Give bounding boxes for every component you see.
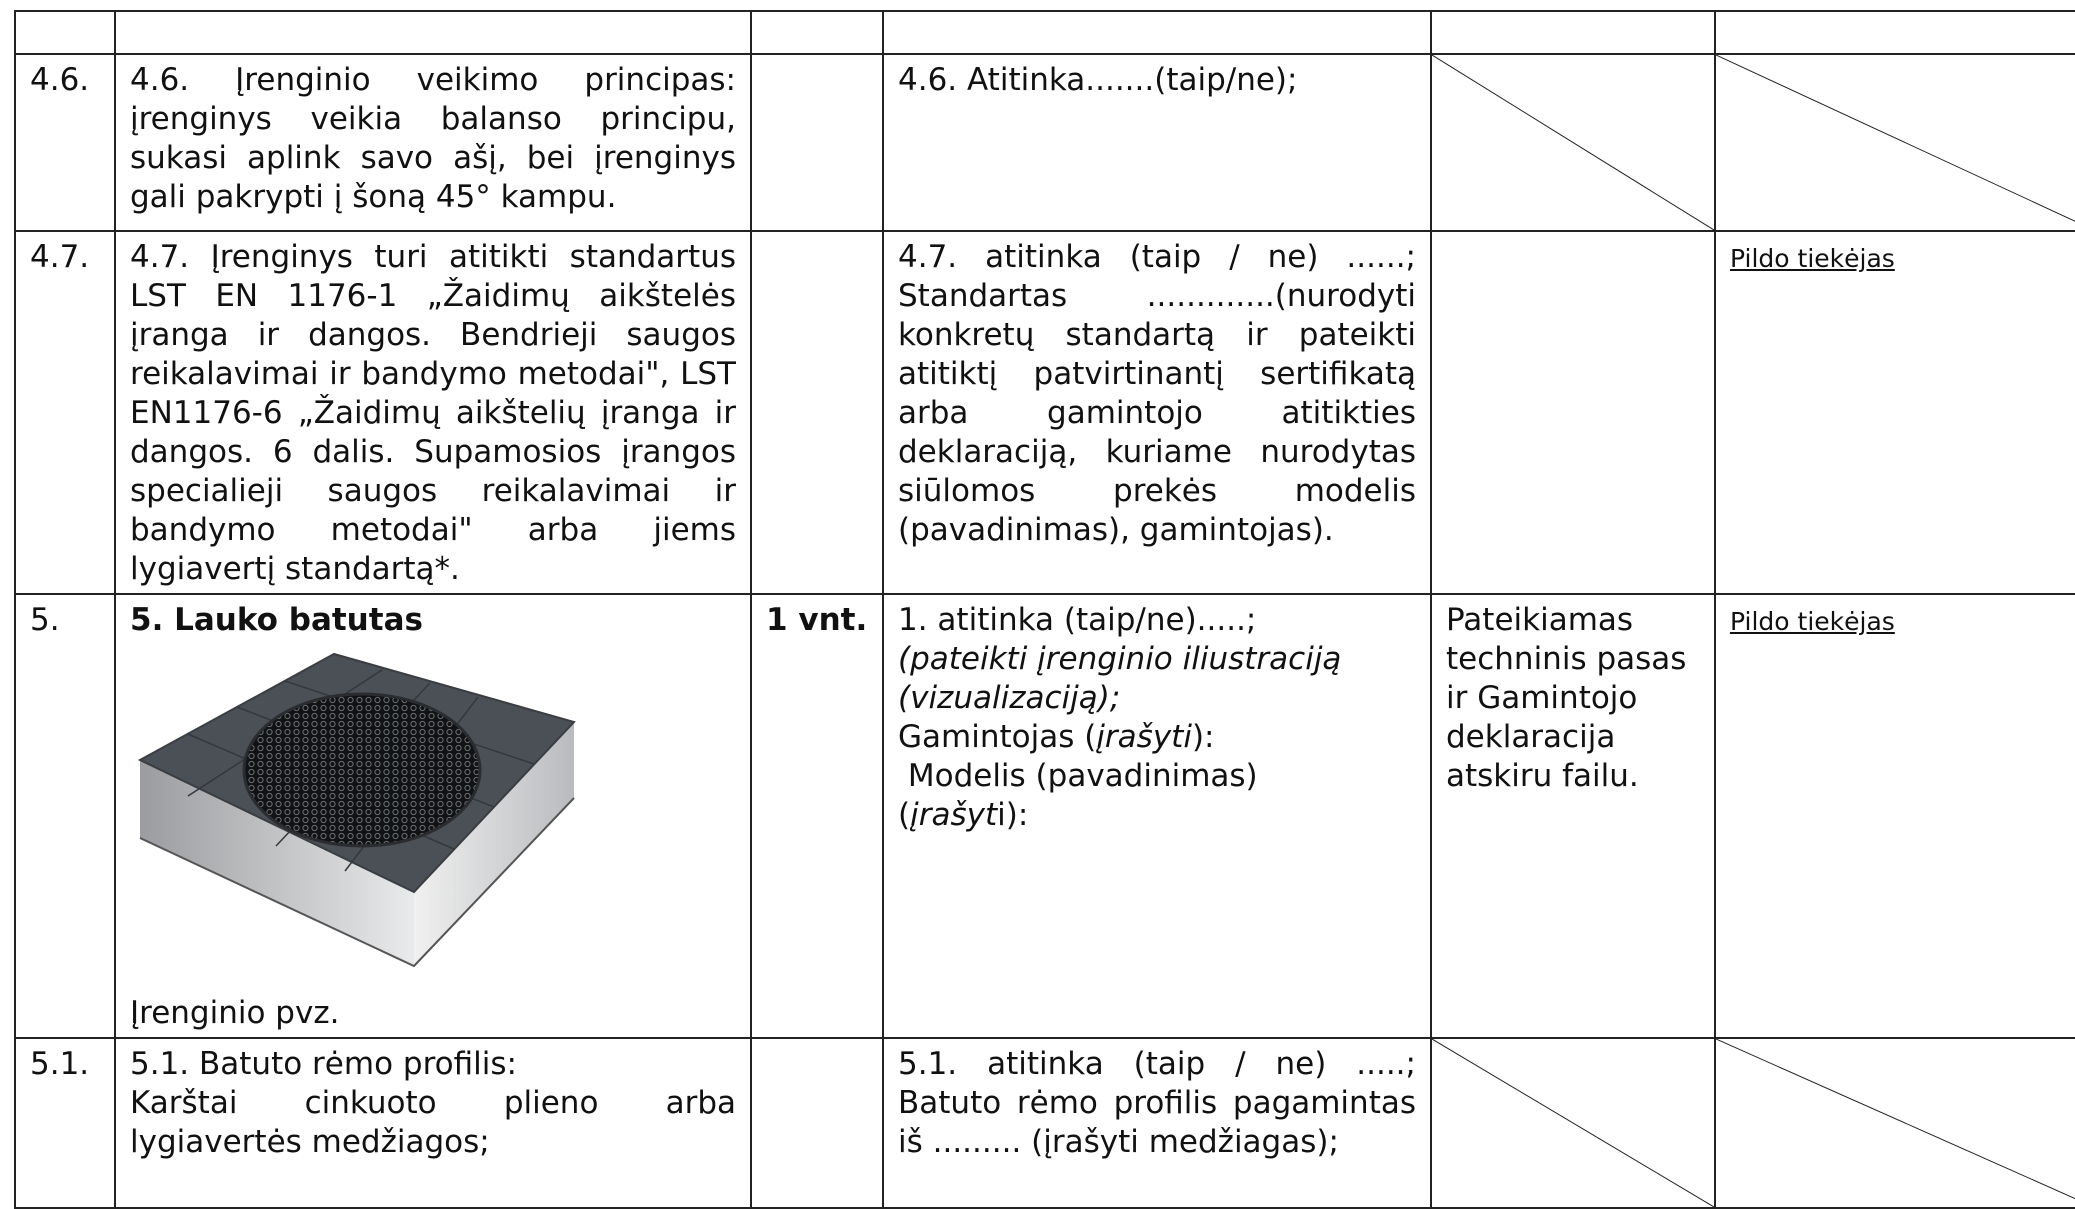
diagonal-line	[1432, 55, 1714, 230]
cell-offer: 5.1. atitinka (taip / ne) .....; Batuto …	[882, 1037, 1432, 1209]
cell-note: Pildo tiekėjas	[1714, 593, 2075, 1039]
table-row: 4.7. 4.7. Įrenginys turi atitikti standa…	[14, 230, 2075, 595]
cell-requirement: 5. Lauko batutas	[114, 593, 752, 1039]
item-title: 5. Lauko batutas	[130, 602, 423, 638]
cell-offer: 4.7. atitinka (taip / ne) ......; Standa…	[882, 230, 1432, 595]
cell-document	[1430, 10, 1716, 55]
cell-requirement: 5.1. Batuto rėmo profilis: Karštai cinku…	[114, 1037, 752, 1209]
offer-text-italic: įrašyt	[910, 797, 998, 833]
cell-document-crossed	[1430, 53, 1716, 232]
cell-note-crossed	[1714, 53, 2075, 232]
cell-requirement: 4.6. Įrenginio veikimo principas: įrengi…	[114, 53, 752, 232]
offer-text: ):	[1191, 719, 1215, 755]
cell-nr: 5.	[14, 593, 116, 1039]
cell-quantity: 1 vnt.	[750, 593, 884, 1039]
cell-quantity	[750, 53, 884, 232]
cell-document	[1430, 230, 1716, 595]
table-row	[14, 10, 2075, 55]
cell-requirement: 4.7. Įrenginys turi atitikti standartus …	[114, 230, 752, 595]
note-link: Pildo tiekėjas	[1730, 244, 1895, 273]
cell-offer: 4.6. Atitinka.......(taip/ne);	[882, 53, 1432, 232]
trampoline-illustration	[137, 652, 576, 968]
cell-nr	[14, 10, 116, 55]
cell-note	[1714, 10, 2075, 55]
offer-manufacturer: Gamintojas (įrašyti):	[898, 718, 1416, 757]
offer-model: Modelis (pavadinimas)	[898, 758, 1258, 794]
offer-text: (	[898, 797, 911, 833]
offer-line-italic: (pateikti įrenginio iliustraciją (vizual…	[898, 641, 1342, 716]
offer-line: 1. atitinka (taip/ne).....;	[898, 602, 1257, 638]
offer-text: Gamintojas (	[898, 719, 1097, 755]
cell-nr: 4.6.	[14, 53, 116, 232]
cell-quantity	[750, 1037, 884, 1209]
offer-model-entry: (įrašyti):	[898, 796, 1416, 835]
cell-offer: 1. atitinka (taip/ne).....; (pateikti įr…	[882, 593, 1432, 1039]
cell-note-crossed	[1714, 1037, 2075, 1209]
diagonal-line	[1716, 1039, 2075, 1207]
spec-table: 4.6. 4.6. Įrenginio veikimo principas: į…	[14, 10, 2075, 1209]
cell-note: Pildo tiekėjas	[1714, 230, 2075, 595]
note-link: Pildo tiekėjas	[1730, 607, 1895, 636]
image-caption: Įrenginio pvz.	[130, 995, 340, 1031]
requirement-line: Karštai cinkuoto plieno arba lygiavertės…	[130, 1085, 736, 1160]
diagonal-line	[1432, 1039, 1714, 1207]
table-row: 5.1. 5.1. Batuto rėmo profilis: Karštai …	[14, 1037, 2075, 1209]
offer-text: i):	[997, 797, 1029, 833]
cell-quantity	[750, 10, 884, 55]
table-row: 5. 5. Lauko batutas	[14, 593, 2075, 1039]
requirement-line: 5.1. Batuto rėmo profilis:	[130, 1046, 517, 1082]
cell-nr: 5.1.	[14, 1037, 116, 1209]
table-row: 4.6. 4.6. Įrenginio veikimo principas: į…	[14, 53, 2075, 232]
cell-nr: 4.7.	[14, 230, 116, 595]
cell-document: Pateikiamas techninis pasas ir Gamintojo…	[1430, 593, 1716, 1039]
cell-quantity	[750, 230, 884, 595]
cell-requirement	[114, 10, 752, 55]
cell-offer	[882, 10, 1432, 55]
diagonal-line	[1716, 55, 2075, 230]
offer-text-italic: įrašyti	[1096, 719, 1192, 755]
cell-document-crossed	[1430, 1037, 1716, 1209]
